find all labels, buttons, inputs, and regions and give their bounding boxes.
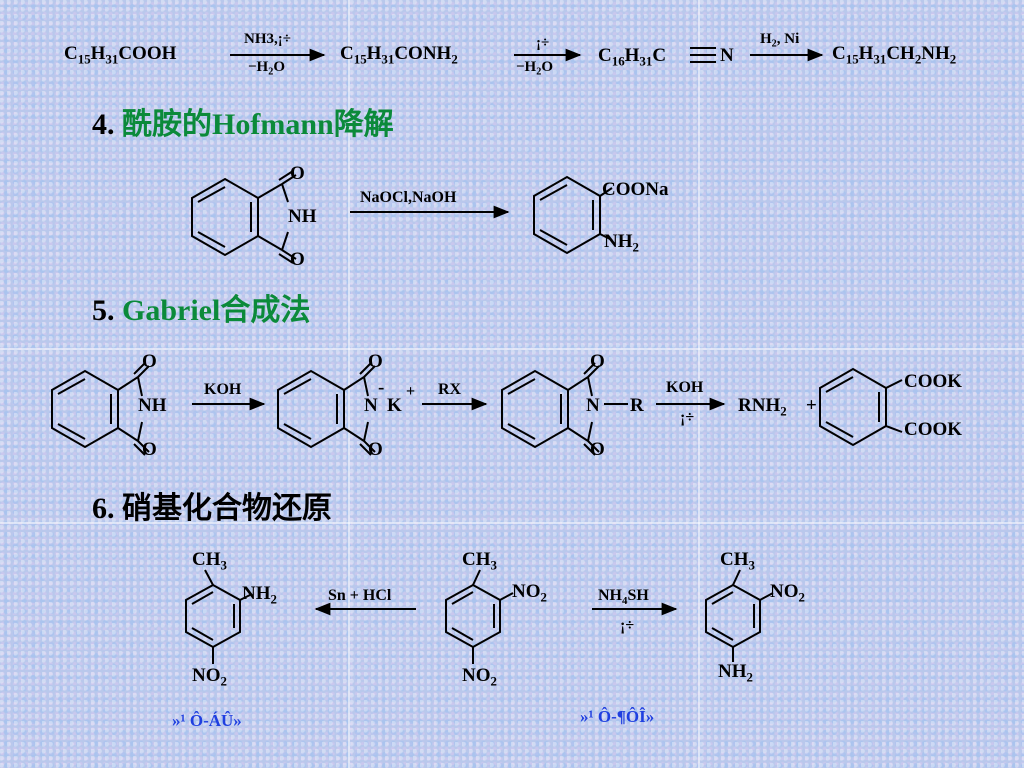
grid-line xyxy=(0,348,1024,350)
negative-charge: - xyxy=(378,377,385,398)
nh2-label: NH2 xyxy=(718,661,753,685)
primary-amine-label: RNH2 xyxy=(738,395,787,419)
carbonyl-o-label: O xyxy=(142,439,157,460)
nitrile-formula: C16H31C xyxy=(598,45,667,69)
condition-label: −H2O xyxy=(248,59,285,78)
dinitrotoluene-structure xyxy=(445,569,514,664)
reagent-label: KOH xyxy=(204,381,242,398)
annotation-note: »¹ Ô-ÁÛ» xyxy=(172,711,242,730)
title-part: Gabriel xyxy=(122,294,221,327)
nh-label: NH xyxy=(138,395,167,416)
cook-label: COOK xyxy=(904,371,963,392)
condition-label: ¡÷ xyxy=(620,617,635,634)
title-part: Hofmann xyxy=(212,108,334,141)
coona-label: COONa xyxy=(602,179,669,200)
annotation-note: »¹ Ô-¶ÔÎ» xyxy=(580,707,655,726)
n-label: N xyxy=(586,395,600,416)
section-title-gabriel: 5. Gabriel合成法 xyxy=(92,296,310,326)
title-part: 降解 xyxy=(333,108,394,141)
nitrotoluidine-structure xyxy=(705,569,774,662)
potassium-phthalate-structure xyxy=(819,367,903,447)
condition-label: −H2O xyxy=(516,59,553,78)
section-title-text: 酰胺的Hofmann降解 xyxy=(122,108,394,141)
section-title-hofmann: 4. 酰胺的Hofmann降解 xyxy=(92,110,394,140)
anthranilate-structure xyxy=(533,175,613,255)
reagent-label: H2, Ni xyxy=(760,31,800,50)
methyl-label: CH3 xyxy=(462,549,497,573)
toluidine-structure xyxy=(185,569,251,664)
cook-label: COOK xyxy=(904,419,963,440)
reagent-label: Sn + HCl xyxy=(328,587,392,604)
nh2-label: NH2 xyxy=(242,583,277,607)
section-title-text: 硝基化合物还原 xyxy=(122,492,332,525)
carbonyl-o-label: O xyxy=(368,351,383,372)
carbonyl-o-label: O xyxy=(290,249,305,270)
reagent-label: NH3,¡÷ xyxy=(244,31,291,47)
no2-label: NO2 xyxy=(192,665,227,689)
nh2-label: NH2 xyxy=(604,231,639,255)
reagent-label: KOH xyxy=(666,379,704,396)
positive-charge: + xyxy=(406,383,416,400)
carbonyl-o-label: O xyxy=(590,439,605,460)
plus-sign: + xyxy=(806,395,817,416)
section-number: 6. xyxy=(92,492,115,525)
grid-line xyxy=(348,0,350,768)
methyl-label: CH3 xyxy=(192,549,227,573)
phthalimide-structure xyxy=(51,362,150,456)
potassium-phthalimide-structure xyxy=(277,362,376,456)
title-part: 酰胺的 xyxy=(122,108,212,141)
grid-line xyxy=(698,0,700,768)
condition-label: ¡÷ xyxy=(536,35,550,51)
section-title-text: Gabriel合成法 xyxy=(122,294,310,327)
reagent-label: NH4SH xyxy=(598,587,649,607)
carbonyl-o-label: O xyxy=(590,351,605,372)
n-alkylphthalimide-structure xyxy=(501,362,628,456)
reagent-label: RX xyxy=(438,381,462,398)
reagent-label: NaOCl,NaOH xyxy=(360,189,457,206)
section-title-nitro: 6. 硝基化合物还原 xyxy=(92,494,332,524)
section-number: 5. xyxy=(92,294,115,327)
potassium-label: K xyxy=(387,395,402,416)
r-group-label: R xyxy=(630,395,644,416)
carbonyl-o-label: O xyxy=(290,163,305,184)
carbonyl-o-label: O xyxy=(368,439,383,460)
nitrile-n-label: N xyxy=(720,45,734,66)
title-part: 合成法 xyxy=(220,294,311,327)
carbonyl-o-label: O xyxy=(142,351,157,372)
section-number: 4. xyxy=(92,108,115,141)
methyl-label: CH3 xyxy=(720,549,755,573)
no2-label: NO2 xyxy=(462,665,497,689)
grid-line xyxy=(0,522,1024,524)
amide-formula: C15H31CONH2 xyxy=(340,43,458,67)
condition-label: ¡÷ xyxy=(680,409,695,426)
amine-formula: C15H31CH2NH2 xyxy=(832,43,957,67)
no2-label: NO2 xyxy=(770,581,805,605)
n-label: N xyxy=(364,395,378,416)
nh-label: NH xyxy=(288,206,317,227)
no2-label: NO2 xyxy=(512,581,547,605)
phthalimide-structure xyxy=(191,170,297,264)
palmitic-acid-formula: C15H31COOH xyxy=(64,43,177,67)
